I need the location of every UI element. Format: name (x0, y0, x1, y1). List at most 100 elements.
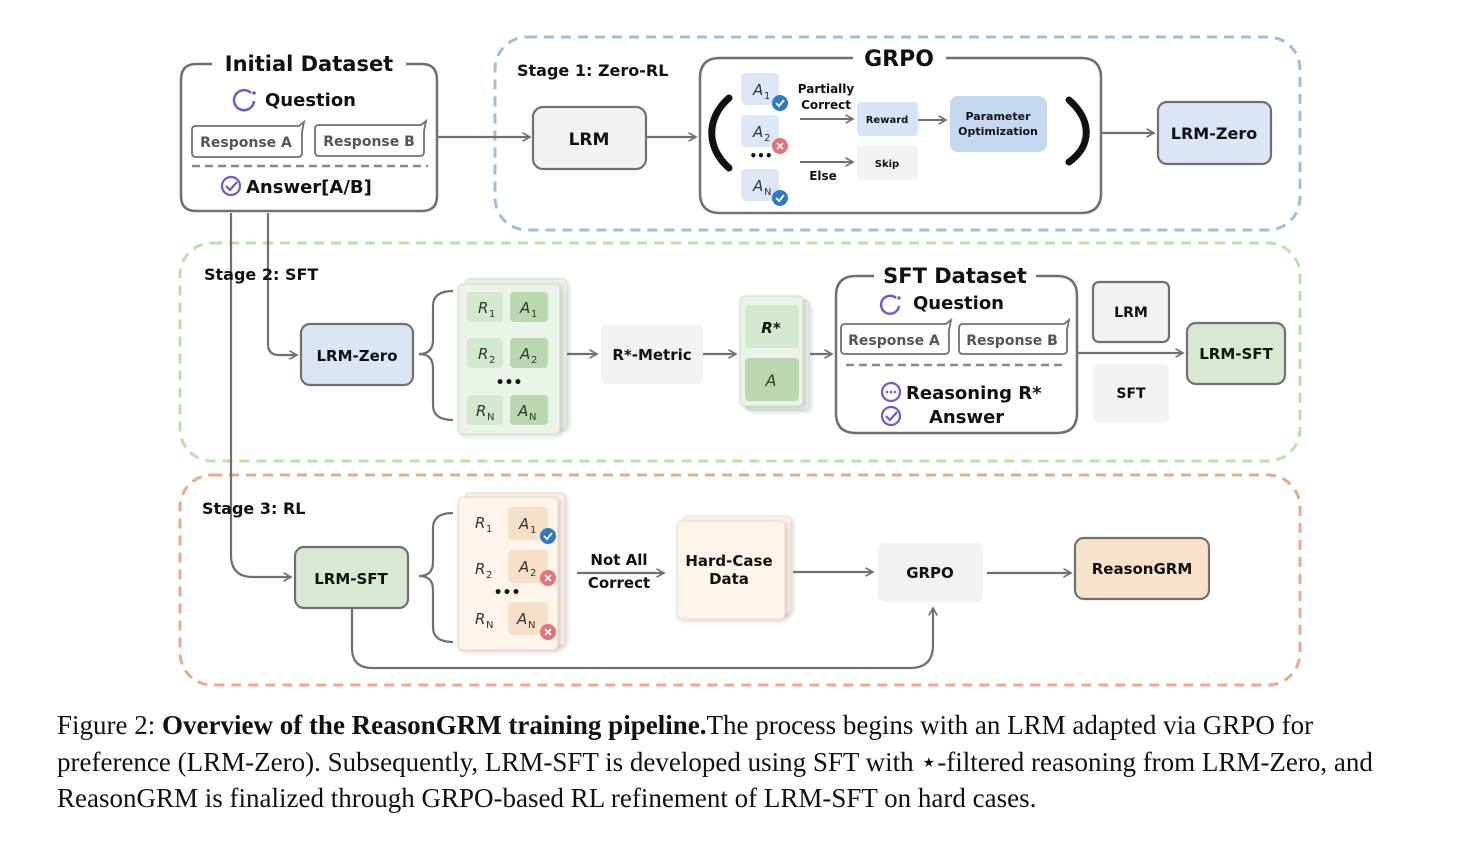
right-bracket-icon (1065, 96, 1090, 166)
response-a-bubble: Response A (191, 119, 306, 158)
svg-text:R: R (478, 299, 488, 317)
stage2-lrm-zero-box: LRM-Zero (299, 322, 415, 387)
wrong-badge-icon (540, 570, 556, 586)
svg-text:R: R (475, 610, 485, 628)
answer-token-n: A N (741, 169, 788, 206)
svg-text:A: A (752, 123, 763, 141)
arrow-lrm-sft-to-grpo (350, 608, 933, 670)
sft-reasoning: Reasoning R* (906, 383, 1042, 404)
not-all-label-1: Not All (590, 551, 647, 569)
hard-case-data-card: Hard-Case Data (676, 515, 792, 620)
svg-text:N: N (487, 412, 494, 423)
svg-text:2: 2 (486, 570, 492, 581)
sft-lrm-label: LRM (1114, 305, 1148, 321)
svg-text:N: N (764, 187, 771, 198)
reasongrm-output-label: ReasonGRM (1092, 560, 1193, 578)
sft-answer: Answer (929, 407, 1004, 428)
stage2-label: Stage 2: SFT (204, 265, 318, 284)
initial-dataset-box: Initial Dataset Question Response A Resp… (179, 52, 439, 213)
svg-text:1: 1 (531, 309, 537, 320)
skip-box (857, 146, 918, 180)
initial-answer: Answer[A/B] (246, 177, 372, 198)
svg-text:2: 2 (530, 568, 536, 579)
correct-badge-icon (772, 190, 788, 206)
svg-text:1: 1 (489, 309, 495, 320)
stage3-region (178, 473, 1302, 687)
initial-question: Question (265, 90, 356, 111)
stage3-label: Stage 3: RL (202, 499, 305, 518)
svg-text:N: N (528, 620, 535, 631)
sft-response-a-bubble: Response A (840, 317, 953, 355)
svg-text:R: R (475, 514, 485, 532)
caption-bold: Overview of the ReasonGRM training pipel… (162, 710, 707, 740)
svg-text:1: 1 (530, 525, 536, 536)
stage3-lrm-sft-label: LRM-SFT (314, 570, 388, 588)
reward-label: Reward (866, 115, 909, 126)
reasongrm-output-box: ReasonGRM (1073, 536, 1211, 601)
svg-text:A: A (518, 558, 529, 576)
svg-text:2: 2 (764, 133, 770, 144)
correct-badge-icon (540, 528, 556, 544)
question-icon (232, 88, 256, 112)
stage2-brace (418, 289, 454, 422)
svg-text:A: A (517, 402, 528, 420)
grpo-title: GRPO (864, 47, 934, 72)
metric-label: R*-Metric (612, 346, 691, 364)
svg-text:N: N (529, 412, 536, 423)
initial-dataset-title: Initial Dataset (225, 52, 393, 76)
sft-response-b-label: Response B (966, 333, 1058, 349)
grpo-box: GRPO A 1 A 2 ••• A N Partially Correct R… (698, 47, 1103, 215)
metric-box: R*-Metric (601, 325, 703, 384)
partially-label-2: Correct (801, 98, 851, 112)
svg-text:1: 1 (486, 524, 492, 535)
connector-dataset-to-stage2 (266, 213, 297, 355)
svg-text:2: 2 (531, 355, 537, 366)
stage1-label: Stage 1: Zero-RL (517, 61, 668, 80)
reward-box (857, 102, 918, 136)
sft-method-label: SFT (1116, 386, 1146, 402)
connector-dataset-to-stage3 (229, 213, 291, 577)
svg-text:A: A (752, 81, 763, 99)
stage1-lrm-label: LRM (569, 130, 610, 150)
stage3-grpo-box: GRPO (878, 543, 983, 602)
svg-text:R: R (475, 560, 485, 578)
lrm-sft-output-label: LRM-SFT (1199, 345, 1273, 363)
pipeline-diagram: Initial Dataset Question Response A Resp… (178, 35, 1302, 687)
left-bracket-icon (708, 94, 733, 172)
sft-response-b-bubble: Response B (958, 317, 1071, 355)
wrong-badge-icon (772, 138, 788, 154)
svg-text:A: A (752, 177, 763, 195)
svg-text:A: A (516, 610, 527, 628)
stage3-lrm-sft-box: LRM-SFT (293, 545, 410, 610)
lrm-sft-output-box: LRM-SFT (1185, 321, 1287, 386)
param-label-2: Optimization (958, 125, 1038, 138)
sft-response-a-label: Response A (848, 333, 940, 349)
stage2-ellipsis: ••• (496, 375, 523, 391)
selected-sample-card: R* A (739, 295, 810, 411)
reasoning-bubble-icon (880, 381, 902, 403)
stage1-region (493, 35, 1302, 232)
not-all-label-2: Correct (588, 574, 650, 592)
stage1-ellipsis: ••• (749, 149, 772, 163)
param-label-1: Parameter (965, 110, 1031, 123)
figure-caption: Figure 2: Overview of the ReasonGRM trai… (57, 707, 1427, 817)
question-icon (879, 294, 901, 315)
sft-question: Question (913, 293, 1004, 314)
correct-badge-icon (772, 95, 788, 111)
answer-check-icon (220, 175, 242, 197)
skip-label: Skip (875, 159, 899, 170)
stage2-lrm-zero-label: LRM-Zero (316, 347, 397, 365)
svg-text:2: 2 (489, 355, 495, 366)
hard-case-label-1: Hard-Case (685, 552, 772, 570)
svg-text:A: A (519, 345, 530, 363)
svg-text:R: R (478, 345, 488, 363)
stage3-grpo-label: GRPO (906, 564, 954, 582)
svg-text:R: R (476, 402, 486, 420)
answer-token-1: A 1 (741, 73, 788, 111)
response-b-bubble: Response B (314, 118, 428, 157)
response-b-label: Response B (323, 134, 415, 150)
answer-check-icon (880, 405, 902, 427)
svg-text:A: A (518, 515, 529, 533)
response-a-label: Response A (200, 135, 292, 151)
wrong-badge-icon (540, 624, 556, 640)
